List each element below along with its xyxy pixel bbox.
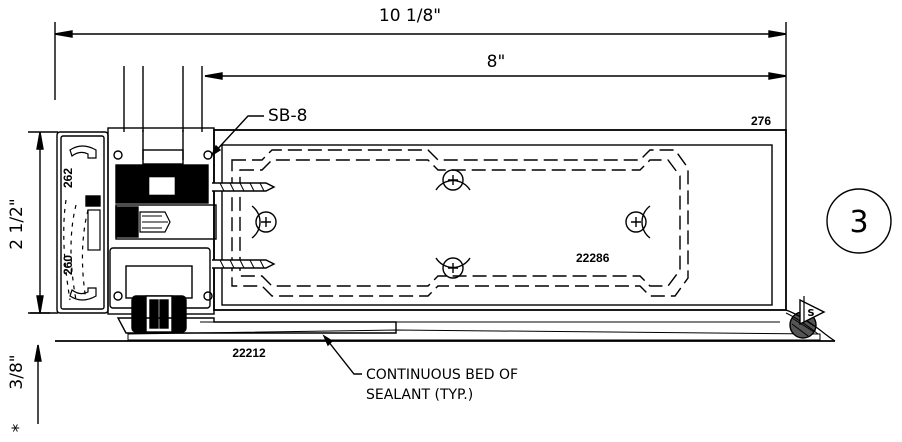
part-262: 262 bbox=[61, 168, 75, 188]
sealant-note-line2: SEALANT (TYP.) bbox=[366, 387, 473, 403]
left-cover-profile: 262 260 bbox=[56, 131, 109, 314]
part-260: 260 bbox=[61, 255, 75, 275]
part-22212: 22212 bbox=[232, 346, 266, 360]
glazing-stems bbox=[123, 66, 203, 165]
sealant-symbol-letter: S bbox=[807, 308, 814, 319]
part-276: 276 bbox=[751, 114, 771, 128]
screw-boss-bottom bbox=[435, 257, 471, 279]
screw-boss-right bbox=[625, 205, 651, 239]
sb8-label: SB-8 bbox=[268, 106, 307, 126]
setting-block-assembly bbox=[107, 127, 217, 333]
overall-width-dimension: 10 1/8" bbox=[54, 6, 787, 130]
sill-offset-marker: * bbox=[9, 424, 29, 433]
sealant-symbol: S bbox=[799, 296, 826, 326]
frame-width-label: 8" bbox=[487, 52, 506, 72]
height-label: 2 1/2" bbox=[7, 198, 27, 249]
sb8-callout: SB-8 bbox=[210, 106, 307, 157]
sill-frame-22286: 22286 276 bbox=[213, 114, 787, 311]
anchor-screws bbox=[212, 182, 276, 269]
sill-offset-dimension: 3/8" * bbox=[7, 312, 50, 433]
screw-boss-top bbox=[435, 169, 471, 191]
frame-width-dimension: 8" bbox=[204, 52, 787, 80]
detail-bubble: 3 bbox=[826, 188, 892, 254]
sill-subframe-22212: 22212 bbox=[116, 317, 821, 360]
screw-boss-left bbox=[251, 205, 277, 239]
height-dimension: 2 1/2" bbox=[7, 131, 58, 314]
overall-width-label: 10 1/8" bbox=[379, 6, 441, 26]
sill-offset-label: 3/8" bbox=[7, 354, 27, 389]
part-22286: 22286 bbox=[576, 251, 610, 265]
detail-number: 3 bbox=[849, 205, 868, 240]
sealant-note-callout: CONTINUOUS BED OF SEALANT (TYP.) bbox=[322, 334, 518, 403]
sealant-note-line1: CONTINUOUS BED OF bbox=[366, 367, 518, 383]
